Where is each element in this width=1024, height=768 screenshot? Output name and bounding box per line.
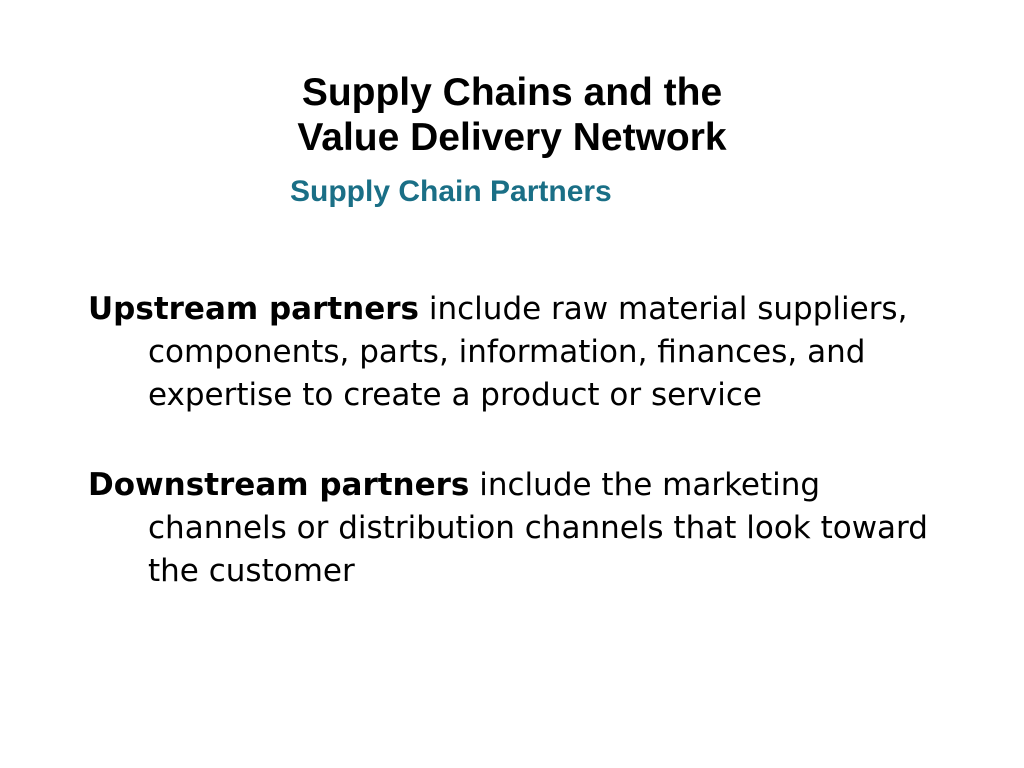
slide-body: Upstream partners include raw material s… — [88, 288, 958, 593]
paragraph-upstream: Upstream partners include raw material s… — [88, 288, 958, 417]
paragraph-downstream: Downstream partners include the marketin… — [88, 464, 958, 593]
definition-upstream-partners: include raw material suppliers, componen… — [148, 291, 908, 413]
slide-title: Supply Chains and the Value Delivery Net… — [0, 70, 1024, 160]
definition-downstream-partners: include the marketing channels or distri… — [148, 467, 928, 589]
slide-subtitle: Supply Chain Partners — [290, 175, 612, 208]
term-upstream-partners: Upstream partners — [88, 291, 420, 327]
slide-title-line-1: Supply Chains and the — [301, 71, 723, 114]
slide-title-line-2: Value Delivery Network — [297, 116, 727, 159]
term-downstream-partners: Downstream partners — [88, 467, 470, 503]
